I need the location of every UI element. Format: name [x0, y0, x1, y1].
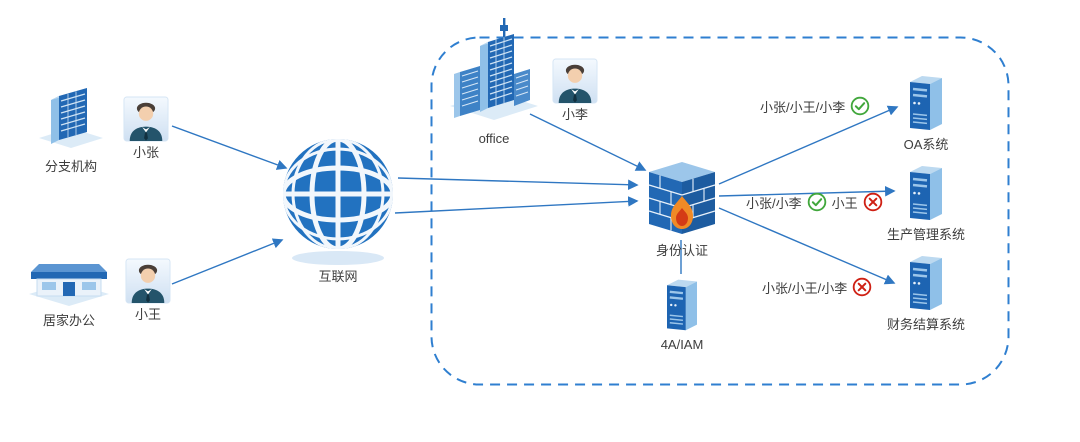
- user-xiaowang-node: 小王: [120, 258, 176, 323]
- internet-label: 互联网: [318, 269, 358, 284]
- cross-circle-icon: [852, 277, 872, 297]
- finance-access-annotation: 小张/小王/小李: [762, 277, 872, 297]
- prod-system-label: 生产管理系统: [886, 227, 965, 242]
- arrow-xiaozhang-to-internet: [171, 125, 288, 170]
- arrow-auth-to-prod: [718, 186, 896, 197]
- arrow-xiaowang-to-internet: [171, 238, 284, 285]
- finance-system-label: 财务结算系统: [886, 317, 965, 332]
- internet-globe-icon: [278, 134, 398, 266]
- server-icon: [659, 274, 705, 334]
- server-icon: [902, 250, 950, 314]
- office-label: office: [478, 131, 510, 146]
- finance-system-node: 财务结算系统: [878, 250, 974, 333]
- check-circle-icon: [850, 96, 870, 116]
- iam-server-node: 4A/IAM: [644, 274, 720, 353]
- server-icon: [902, 160, 950, 224]
- user-avatar-icon: [125, 258, 171, 304]
- identity-auth-label: 身份认证: [655, 243, 708, 258]
- user-xiaoli-label: 小李: [561, 107, 588, 122]
- identity-auth-node: 身份认证: [642, 152, 722, 259]
- prod-access-allowed-users: 小张/小李: [746, 195, 802, 211]
- office-buildings-icon: [446, 16, 542, 128]
- branch-office-label: 分支机构: [44, 159, 97, 174]
- branch-office-node: 分支机构: [28, 78, 114, 175]
- arrow-internet-to-auth-lower: [394, 196, 639, 214]
- home-office-label: 居家办公: [42, 313, 95, 328]
- prod-system-node: 生产管理系统: [878, 160, 974, 243]
- user-xiaoli-node: 小李: [548, 58, 602, 123]
- arrow-office-to-auth: [529, 113, 647, 171]
- arrow-internet-to-auth-upper: [397, 177, 639, 190]
- oa-system-node: OA系统: [890, 70, 962, 153]
- office-node: office: [446, 16, 542, 147]
- oa-access-annotation: 小张/小王/小李: [760, 96, 870, 116]
- user-xiaozhang-label: 小张: [132, 145, 159, 160]
- server-icon: [902, 70, 950, 134]
- oa-system-label: OA系统: [903, 137, 949, 152]
- internet-node: 互联网: [276, 134, 400, 285]
- iam-server-label: 4A/IAM: [660, 337, 704, 352]
- user-avatar-icon: [552, 58, 598, 104]
- user-avatar-icon: [123, 96, 169, 142]
- check-circle-icon: [807, 192, 827, 212]
- home-office-node: 居家办公: [24, 248, 114, 329]
- cross-circle-icon: [863, 192, 883, 212]
- arrow-auth-to-finance: [718, 207, 896, 285]
- home-store-icon: [27, 248, 111, 310]
- user-xiaozhang-node: 小张: [118, 96, 174, 161]
- prod-access-annotation: 小张/小李 小王: [746, 192, 883, 212]
- prod-access-denied-users: 小王: [831, 195, 858, 211]
- finance-access-users: 小张/小王/小李: [762, 280, 848, 296]
- user-xiaowang-label: 小王: [134, 307, 161, 322]
- arrow-auth-to-oa: [718, 105, 899, 185]
- firewall-icon: [643, 152, 721, 240]
- oa-access-users: 小张/小王/小李: [760, 99, 846, 115]
- branch-building-icon: [35, 78, 107, 156]
